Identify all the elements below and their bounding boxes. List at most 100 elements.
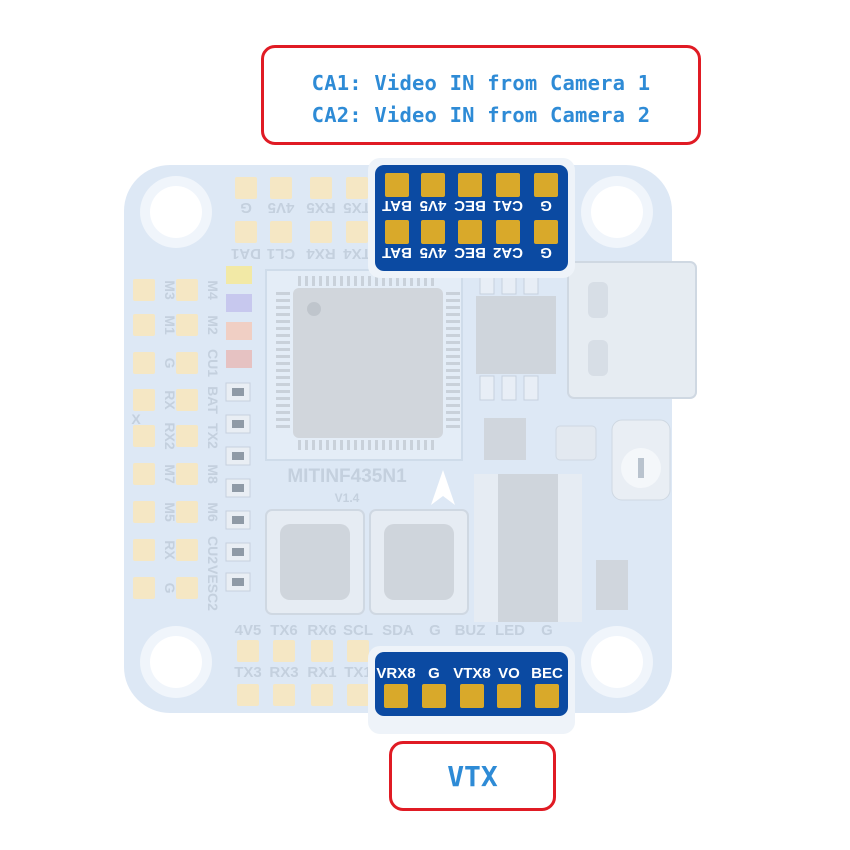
pad-label: CL1 bbox=[267, 245, 295, 262]
board-model-label: MITINF435N1 bbox=[287, 466, 407, 487]
mcu-pin bbox=[276, 369, 290, 372]
camera-pad-label: CA2 bbox=[493, 244, 523, 261]
mcu-pin bbox=[276, 404, 290, 407]
pad-left-col-b bbox=[176, 425, 198, 447]
camera-pad-label: 4V5 bbox=[420, 244, 447, 261]
mcu-pin bbox=[276, 327, 290, 330]
pad-label: 4V5 bbox=[235, 622, 262, 639]
pad-label: CU2 bbox=[205, 536, 221, 564]
mcu-pin bbox=[389, 440, 392, 450]
pad-label: BAT bbox=[205, 386, 221, 414]
mcu-pin bbox=[446, 383, 460, 386]
pad-label: M1 bbox=[162, 315, 178, 335]
mcu-chip bbox=[265, 269, 463, 461]
mcu-pin bbox=[312, 440, 315, 450]
pad-top-row1 bbox=[310, 177, 332, 199]
vtx-callout: VTX bbox=[389, 741, 556, 811]
pad-label: 4V5 bbox=[268, 199, 295, 216]
pad-top-row1 bbox=[235, 177, 257, 199]
mcu-pin bbox=[326, 440, 329, 450]
mcu-pin bbox=[319, 440, 322, 450]
mcu-pin bbox=[276, 383, 290, 386]
mcu-pin bbox=[446, 320, 460, 323]
camera-pad-row2 bbox=[534, 220, 558, 244]
pad-label: TX5 bbox=[343, 199, 371, 216]
camera-pad-label: BEC bbox=[454, 244, 486, 261]
mcu-pin bbox=[446, 327, 460, 330]
logo-icon bbox=[431, 470, 455, 505]
pad-left-col-a bbox=[133, 425, 155, 447]
pad-label: TX3 bbox=[234, 664, 262, 681]
mcu-pin bbox=[446, 397, 460, 400]
pad-left-col-a bbox=[133, 314, 155, 336]
pad-label: RX1 bbox=[307, 664, 336, 681]
mcu-pin bbox=[446, 313, 460, 316]
camera-pad-label: BEC bbox=[454, 197, 486, 214]
pad-left-col-b bbox=[176, 463, 198, 485]
mcu-pin bbox=[354, 276, 357, 286]
pad-top-row2 bbox=[346, 221, 368, 243]
pad-bottom-row2 bbox=[237, 684, 259, 706]
pad-label: RX3 bbox=[269, 664, 298, 681]
mcu-pin bbox=[326, 276, 329, 286]
mcu-pin bbox=[298, 440, 301, 450]
mcu-pin bbox=[424, 440, 427, 450]
pad-bottom-row2 bbox=[311, 684, 333, 706]
pad-label: RX2 bbox=[162, 422, 178, 449]
pad-left-col-b bbox=[176, 539, 198, 561]
pad-left-col-a bbox=[133, 539, 155, 561]
mcu-pin bbox=[431, 440, 434, 450]
pad-label: CU1 bbox=[205, 349, 221, 377]
pad-label: TX1 bbox=[344, 664, 372, 681]
mcu-pin bbox=[446, 292, 460, 295]
mcu-pin bbox=[340, 276, 343, 286]
mcu-pin bbox=[276, 313, 290, 316]
pad-left-col-b bbox=[176, 279, 198, 301]
smd-body bbox=[232, 420, 244, 428]
vtx-pad-label: G bbox=[428, 665, 440, 682]
pad-left-col-b bbox=[176, 501, 198, 523]
small-chip bbox=[484, 418, 526, 460]
mcu-pin bbox=[276, 292, 290, 295]
mcu-pin bbox=[276, 376, 290, 379]
camera-pad-label: G bbox=[540, 244, 552, 261]
pad-left-col-b bbox=[176, 314, 198, 336]
mcu-pin bbox=[410, 440, 413, 450]
pad-left-col-a bbox=[133, 352, 155, 374]
mcu-pin bbox=[319, 276, 322, 286]
mcu-pin bbox=[375, 276, 378, 286]
pad-bottom-row2 bbox=[273, 684, 295, 706]
pad-label: BUZ bbox=[455, 622, 486, 639]
mcu-pin bbox=[276, 390, 290, 393]
pad-label: RX6 bbox=[307, 622, 336, 639]
inductors bbox=[265, 509, 469, 615]
mcu-pin bbox=[446, 348, 460, 351]
pad-label: VESC2 bbox=[205, 565, 221, 611]
mcu-pin bbox=[354, 440, 357, 450]
mcu-pin bbox=[276, 341, 290, 344]
callout-line-ca1: CA1: Video IN from Camera 1 bbox=[311, 71, 651, 95]
camera-pad-row1 bbox=[496, 173, 520, 197]
pad-bottom-row2 bbox=[347, 684, 369, 706]
pad-label: RX5 bbox=[306, 199, 335, 216]
mcu-pin bbox=[446, 390, 460, 393]
mcu-pin bbox=[361, 276, 364, 286]
mcu-pin bbox=[333, 276, 336, 286]
smd-body bbox=[232, 484, 244, 492]
mcu-pin bbox=[396, 440, 399, 450]
pad-top-row1 bbox=[270, 177, 292, 199]
usb-c-connector bbox=[567, 261, 697, 399]
mcu-pin bbox=[446, 411, 460, 414]
mcu-pin bbox=[276, 362, 290, 365]
mcu-pin bbox=[446, 306, 460, 309]
pad-left-col-a bbox=[133, 501, 155, 523]
mcu-pin bbox=[305, 440, 308, 450]
pad-label: M2 bbox=[205, 315, 221, 335]
mcu-pin bbox=[446, 425, 460, 428]
pad-label: SDA bbox=[382, 622, 414, 639]
camera-pad-row1 bbox=[458, 173, 482, 197]
pad-bottom-row1 bbox=[273, 640, 295, 662]
pad-left-col-a bbox=[133, 577, 155, 599]
mcu-pin bbox=[417, 276, 420, 286]
